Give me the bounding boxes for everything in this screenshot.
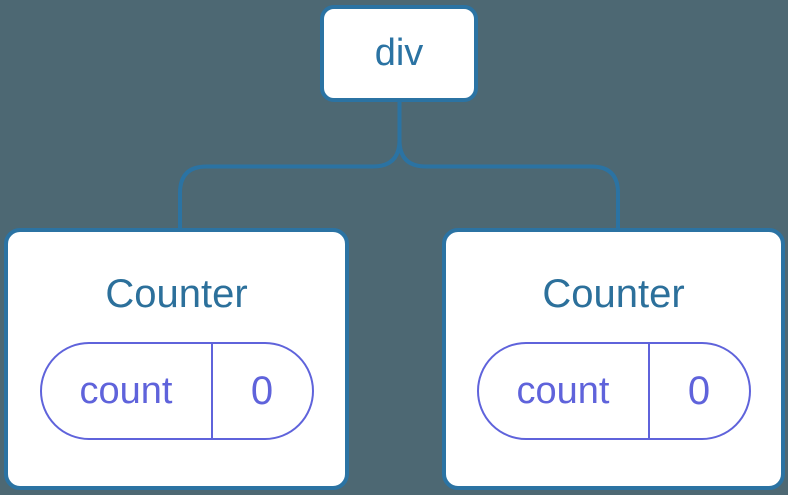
state-value: 0 [687,368,711,413]
state-pill: count 0 [476,342,751,440]
state-name: count [42,344,213,438]
connector-right-branch [397,100,620,231]
component-title: Counter [105,272,248,316]
root-node: div [320,5,478,102]
root-node-label: div [374,32,424,74]
component-title: Counter [542,272,685,316]
state-value: 0 [250,368,274,413]
counter-card-left: Counter count 0 [4,228,349,490]
state-name: count [479,344,650,438]
counter-card-right: Counter count 0 [442,228,785,490]
connector-left-branch [178,100,402,231]
state-pill: count 0 [39,342,314,440]
